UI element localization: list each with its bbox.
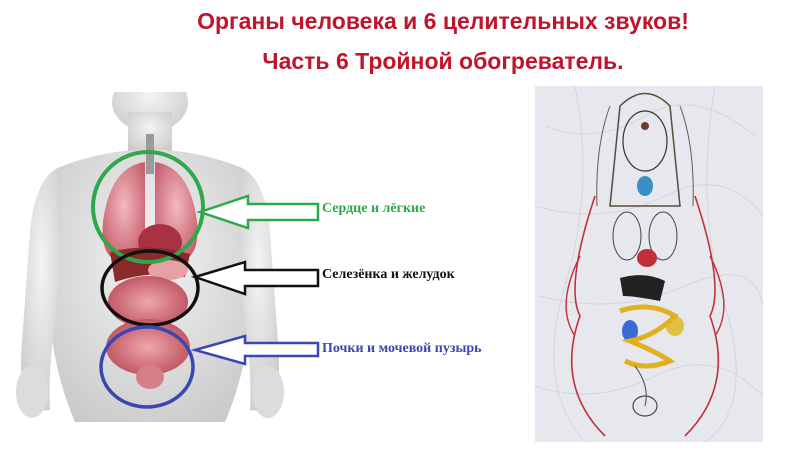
kidneys-bladder-arrow [190,334,320,366]
heart-lungs-circle [91,150,205,264]
kidneys-bladder-circle [99,325,195,409]
spleen-stomach-circle [100,249,200,327]
heart-lungs-arrow [196,194,320,230]
kidneys-bladder-label: Почки и мочевой пузырь [322,341,482,356]
hand-drawn-figure [535,86,763,442]
slide-title: Органы человека и 6 целительных звуков! [197,8,689,34]
spleen-stomach-arrow [190,260,320,296]
spleen-stomach-label: Селезёнка и желудок [322,267,455,282]
anatomy-illustration [16,92,320,422]
slide-subtitle: Часть 6 Тройной обогреватель. [262,48,624,74]
heart-lungs-label: Сердце и лёгкие [322,201,426,216]
